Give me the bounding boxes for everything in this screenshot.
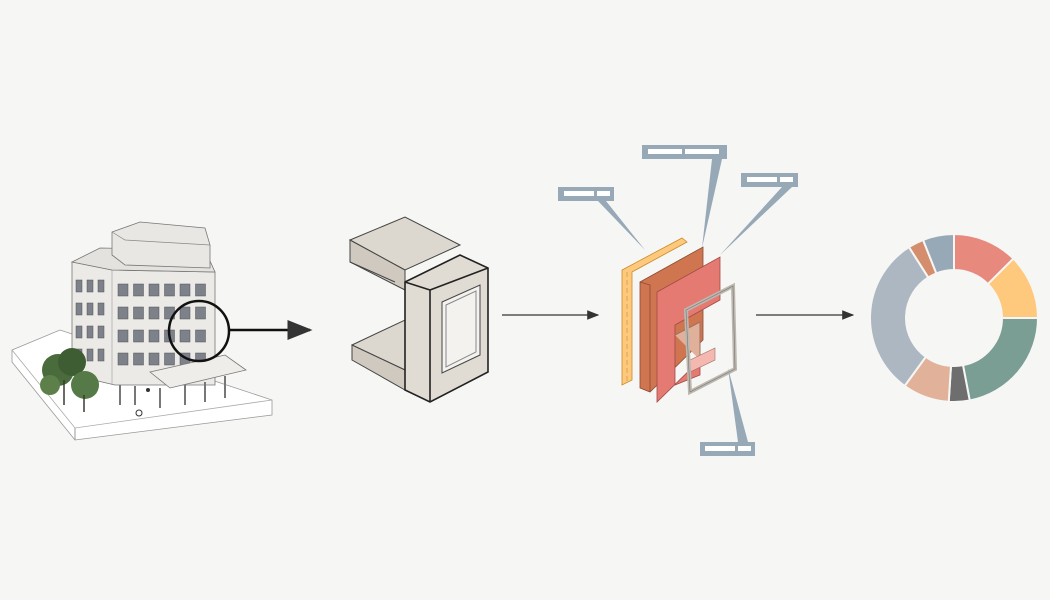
window: [164, 283, 175, 297]
donut-segment-6: [869, 245, 930, 388]
callout-window-frame: [700, 368, 755, 456]
material-donut-chart: [869, 232, 1040, 403]
window: [86, 325, 94, 339]
window: [75, 279, 83, 293]
exploded-layers-illustration: [558, 145, 855, 456]
window: [179, 329, 191, 343]
callouts: [558, 145, 798, 456]
window: [117, 283, 129, 297]
window: [179, 283, 191, 297]
window: [164, 352, 175, 366]
timber-frame: [621, 237, 688, 386]
wall-module-illustration: [348, 216, 600, 403]
donut-segment-8: [921, 232, 955, 275]
cyclist-figure: [135, 409, 143, 417]
window: [97, 348, 105, 362]
window: [117, 306, 129, 320]
window: [133, 283, 144, 297]
window: [148, 283, 160, 297]
donut-segment-3: [961, 317, 1040, 402]
window: [117, 329, 129, 343]
window: [86, 348, 94, 362]
window: [97, 279, 105, 293]
trees: [40, 348, 99, 412]
window: [195, 329, 206, 343]
window: [97, 325, 105, 339]
window: [195, 283, 206, 297]
brick-layer-red: [656, 256, 721, 403]
window: [179, 306, 191, 320]
window: [86, 302, 94, 316]
callout-timber: [558, 187, 645, 250]
window: [97, 302, 105, 316]
window: [148, 329, 160, 343]
window: [75, 302, 83, 316]
rooftop-box: [111, 221, 211, 269]
window: [133, 306, 144, 320]
person-figure: [146, 388, 150, 392]
window: [75, 325, 83, 339]
window: [148, 306, 160, 320]
building-windows: [75, 279, 206, 366]
window: [133, 329, 144, 343]
window: [86, 279, 94, 293]
callout-brick-dark: [642, 145, 727, 248]
window: [195, 306, 206, 320]
callout-brick-red: [720, 173, 798, 255]
window: [117, 352, 129, 366]
building-illustration: [11, 221, 313, 441]
window: [133, 352, 144, 366]
window: [148, 352, 160, 366]
